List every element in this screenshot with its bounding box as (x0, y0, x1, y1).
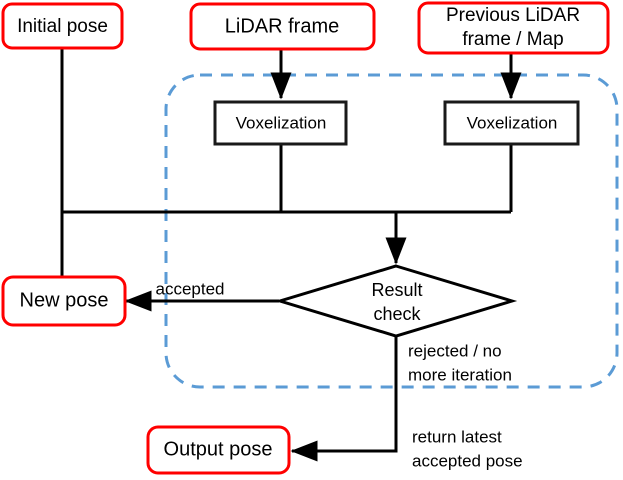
voxelization-right-label: Voxelization (467, 113, 558, 132)
new-pose-shape[interactable] (1, 275, 127, 327)
initial-pose-shape[interactable] (1, 2, 124, 50)
edge-label-return-line1: return latest (412, 427, 502, 446)
previous-lidar-shape[interactable] (417, 1, 610, 55)
voxelization-left-shape[interactable] (213, 100, 348, 146)
lidar-frame-label: LiDAR frame (225, 15, 339, 37)
edge-result-check-to-output-pose (290, 336, 398, 462)
voxelization-right-shape[interactable] (443, 100, 580, 146)
node-result-check[interactable]: Result check (274, 264, 518, 338)
output-pose-label: Output pose (164, 438, 273, 460)
node-voxelization-left[interactable]: Voxelization (213, 100, 348, 146)
previous-lidar-label-line2: frame / Map (462, 29, 563, 50)
voxelization-left-label: Voxelization (236, 113, 327, 132)
edge-label-rejected-line2: more iteration (408, 365, 512, 384)
edge-label-rejected-line1: rejected / no (408, 341, 502, 360)
new-pose-label: New pose (20, 289, 109, 311)
iteration-loop-boundary (164, 73, 619, 389)
node-new-pose[interactable]: New pose (1, 275, 127, 327)
edge-label-return-line2: accepted pose (412, 451, 523, 470)
initial-pose-label: Initial pose (17, 16, 108, 37)
edge-label-accepted: accepted (156, 279, 225, 298)
output-pose-shape[interactable] (146, 425, 291, 475)
node-voxelization-right[interactable]: Voxelization (443, 100, 580, 146)
node-lidar-frame[interactable]: LiDAR frame (189, 2, 376, 51)
result-check-label-line2: check (373, 304, 421, 324)
result-check-label-line1: Result (371, 280, 422, 300)
previous-lidar-label-line1: Previous LiDAR (446, 5, 580, 26)
node-previous-lidar-frame-map[interactable]: Previous LiDAR frame / Map (417, 1, 610, 55)
lidar-frame-shape[interactable] (189, 2, 376, 51)
node-output-pose[interactable]: Output pose (146, 425, 291, 475)
node-initial-pose[interactable]: Initial pose (1, 2, 124, 50)
result-check-shape[interactable] (274, 264, 518, 338)
